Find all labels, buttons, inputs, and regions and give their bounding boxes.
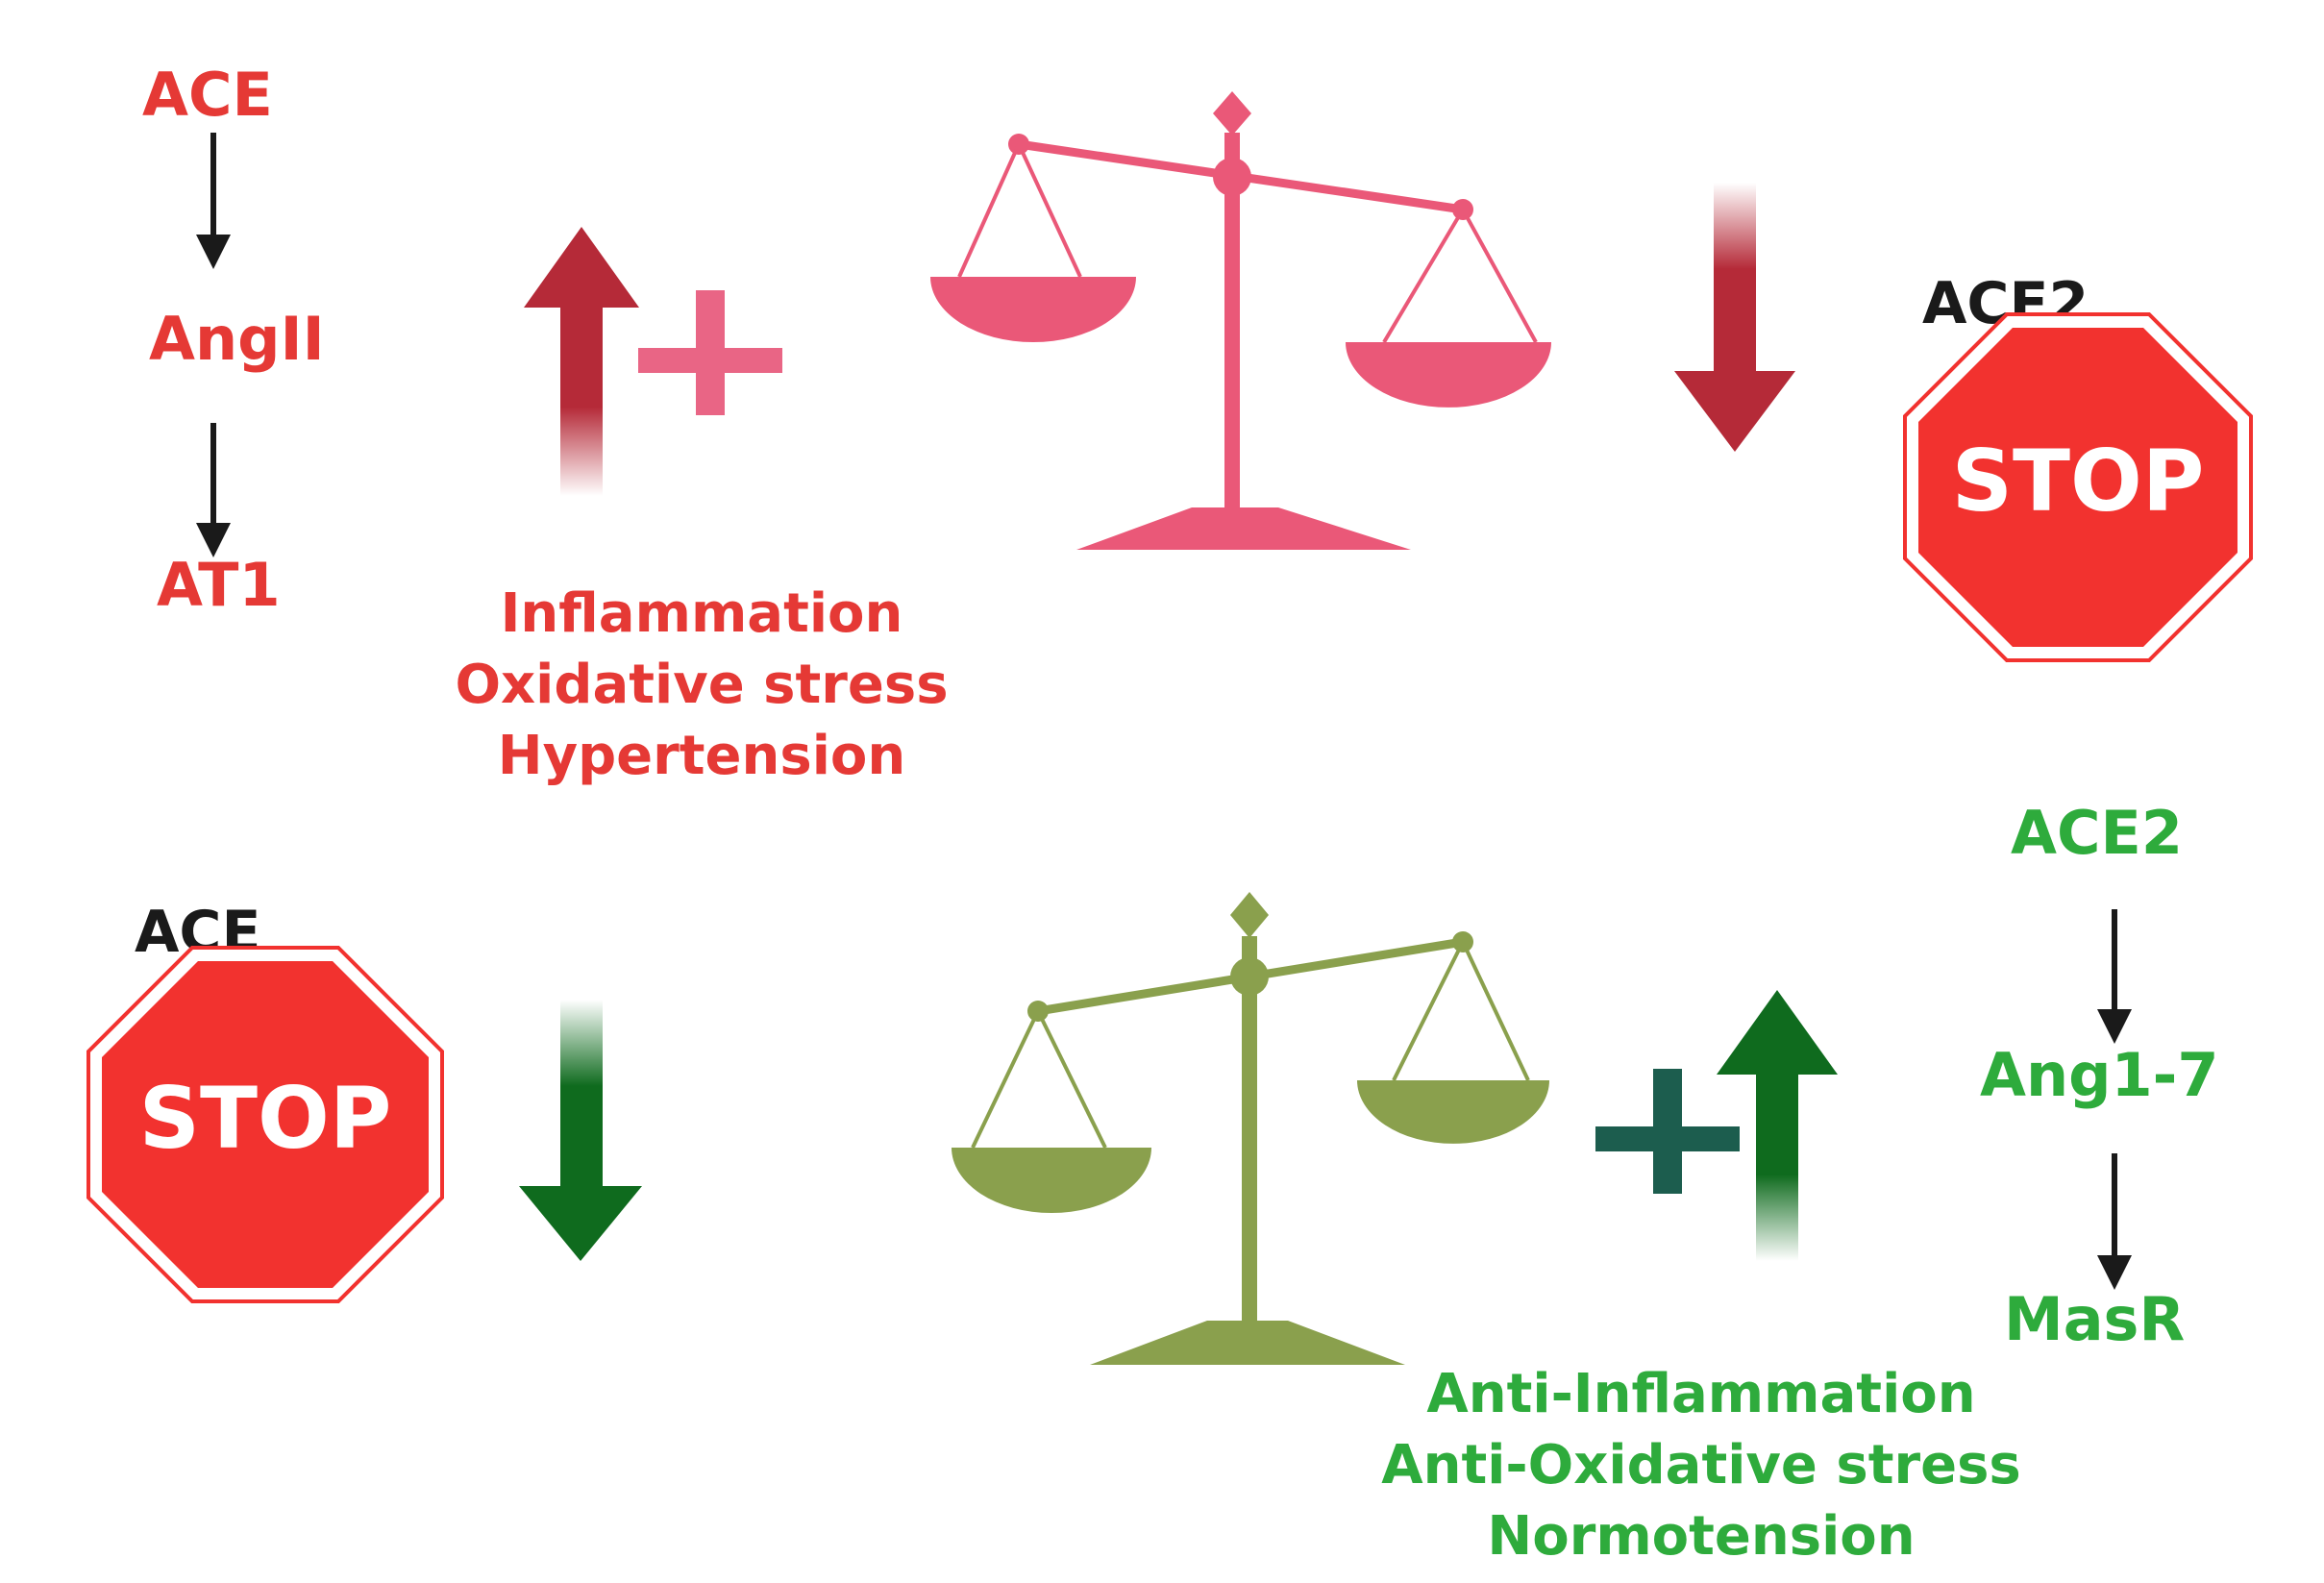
- top-pathway-step-at1: AT1: [157, 550, 281, 620]
- top-stop-sign-text: STOP: [1952, 432, 2205, 531]
- top-effect-inflammation: Inflammation: [500, 582, 903, 645]
- top-effects-list: Inflammation Oxidative stress Hypertensi…: [384, 579, 1019, 792]
- top-pathway-step-ace: ACE: [142, 60, 273, 130]
- up-arrow-icon: [524, 227, 639, 496]
- plus-icon: [638, 290, 782, 415]
- down-arrow-icon: [1674, 183, 1795, 452]
- bottom-effect-anti-inflammation: Anti-Inflammation: [1426, 1363, 1976, 1425]
- plus-icon: [1595, 1069, 1740, 1194]
- top-effect-hypertension: Hypertension: [497, 725, 906, 787]
- bottom-stop-sign-text: STOP: [139, 1069, 392, 1168]
- bottom-pathway-step-ace2: ACE2: [2011, 798, 2183, 868]
- down-arrow-icon: [519, 1000, 642, 1261]
- up-arrow-icon: [1717, 990, 1838, 1261]
- stop-sign-icon: STOP: [1903, 312, 2253, 662]
- bottom-effect-anti-oxidative-stress: Anti-Oxidative stress: [1381, 1434, 2021, 1496]
- bottom-pathway-step-masr: MasR: [2004, 1284, 2186, 1354]
- bottom-effects-list: Anti-Inflammation Anti-Oxidative stress …: [1326, 1359, 2076, 1572]
- top-pathway-step-angii: AngII: [149, 304, 325, 374]
- top-effect-oxidative-stress: Oxidative stress: [455, 654, 949, 716]
- bottom-effect-normotension: Normotension: [1487, 1505, 1916, 1568]
- balance-scale-icon: [952, 892, 1549, 1365]
- balance-scale-icon: [930, 91, 1551, 550]
- bottom-pathway-step-ang1-7: Ang1-7: [1980, 1040, 2219, 1110]
- stop-sign-icon: STOP: [87, 946, 444, 1303]
